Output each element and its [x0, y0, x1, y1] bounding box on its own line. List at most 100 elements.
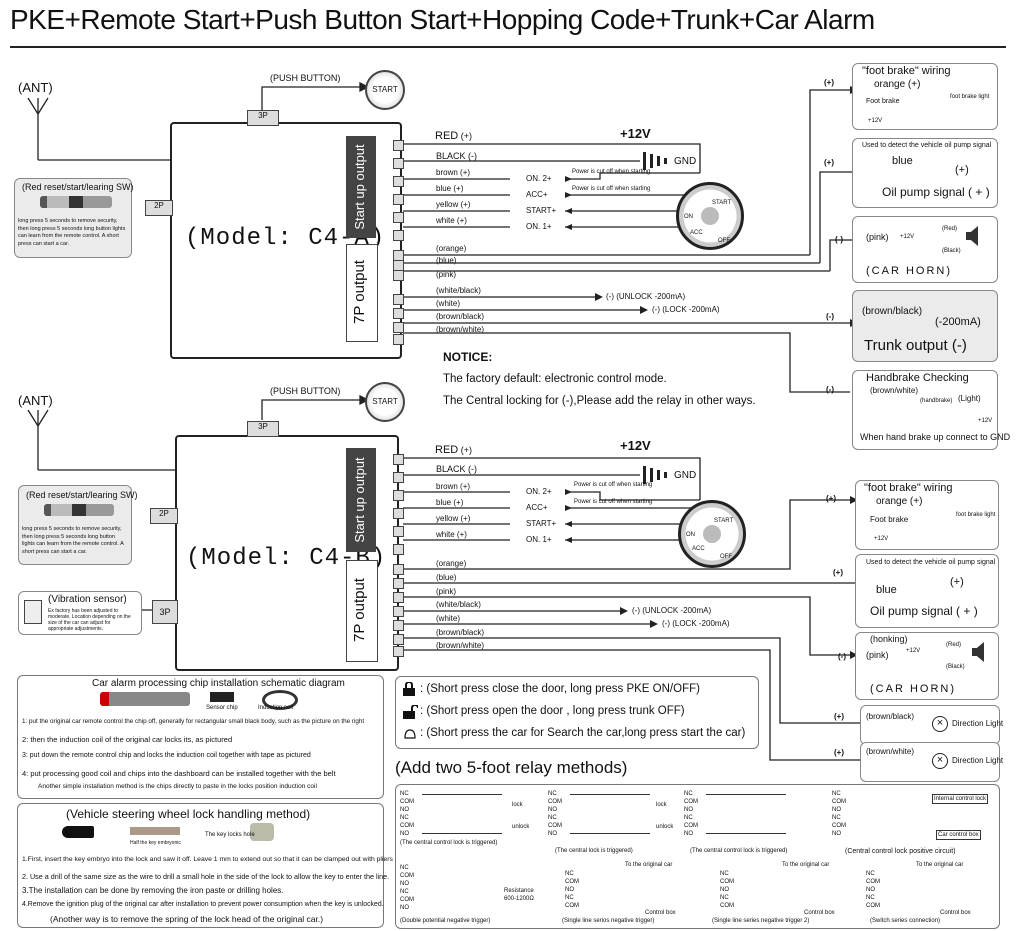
notice-line-2: The Central locking for (-),Please add t…: [443, 395, 756, 407]
lock-label-top: (-) (LOCK -200mA): [652, 305, 720, 314]
wire-brown-label: brown: [436, 482, 458, 491]
connector-2p-bottom: 2P: [150, 508, 178, 524]
output7p-pins-bottom: [393, 564, 404, 657]
horn-label-bottom: (CAR HORN): [870, 683, 956, 695]
horn-pol-top: (-): [835, 235, 843, 244]
pin-nc: NC: [400, 889, 409, 895]
trunk-brown-black: (brown/black): [862, 306, 923, 317]
chip-line-5: Another simple installation method is th…: [38, 783, 317, 790]
horn-black-bottom: (Black): [946, 664, 965, 670]
legend-unlock: : (Short press open the door , long pres…: [420, 705, 685, 717]
steering-title: (Vehicle steering wheel lock handling me…: [66, 807, 311, 821]
steering-half: Half the key embryonic: [130, 840, 181, 846]
pin-com: COM: [832, 799, 846, 805]
direction-pol-2: (+): [834, 748, 844, 757]
relay-unlock-1: unlock: [512, 824, 530, 830]
red-switch-icon-bottom: [44, 504, 114, 516]
pin-nc: NC: [548, 791, 557, 797]
wire-7p-blue-top: (blue): [436, 256, 457, 265]
wire-yellow-label: yellow: [436, 200, 459, 209]
wire-red-label: RED: [435, 444, 459, 456]
start-label-top: START+: [526, 206, 557, 215]
bell-icon-svg: [404, 729, 416, 739]
relay-caption-4: (Central control lock positive circuit): [845, 848, 956, 855]
oil-pump-pol-top: (+): [824, 158, 834, 167]
hand-pointer-icon: [62, 826, 94, 838]
ign-off-bottom: OFF: [720, 554, 732, 560]
relay-lines-3: [706, 794, 786, 834]
ignition-switch-top: [676, 182, 744, 250]
oil-pump-box-top: [852, 138, 998, 208]
direction-brown-white: (brown/white): [866, 747, 915, 756]
trunk-label: Trunk output (-): [864, 337, 967, 354]
relay-caption-6: (Single line serios negative trigger): [562, 918, 655, 924]
pin-com: COM: [400, 897, 414, 903]
vibration-desc: Ex factory has been adjusted to moderate…: [48, 608, 131, 632]
handbrake-brown-white: (brown/white): [870, 386, 919, 395]
output7p-pins-top: [393, 250, 404, 345]
foot-brake-12v-top: +12V: [868, 118, 883, 124]
foot-brake-12v-bottom: +12V: [874, 536, 889, 542]
relay-tocar-8: To the original car: [916, 862, 964, 868]
pin-nc: NC: [684, 791, 693, 797]
chip-line-4: 4: put processing good coil and chips in…: [22, 769, 336, 778]
pin-nc: NC: [400, 791, 409, 797]
oil-pump-plus-top: (+): [955, 164, 969, 176]
legend-lock: : (Short press close the door, long pres…: [420, 683, 700, 695]
wire-blue-pol: (+): [453, 184, 464, 193]
direction-label-2: Direction Light: [952, 756, 1004, 765]
wire-7p-blue-bottom: (blue): [436, 573, 457, 582]
relay-diagram-box: [395, 784, 1000, 929]
foot-brake-box-bottom: [855, 480, 999, 550]
foot-brake-title-top: "foot brake" wiring: [862, 65, 951, 77]
cut-note-2-top: Power is cut off when starting: [572, 186, 651, 192]
steering-lock-box: [17, 803, 384, 928]
horn-12v-top: +12V: [900, 234, 915, 240]
foot-brake-pol-bottom: (+): [826, 494, 836, 503]
oil-pump-pol-bottom: (+): [833, 568, 843, 577]
pin-com: COM: [548, 799, 562, 805]
relay-title: (Add two 5-foot relay methods): [395, 758, 628, 777]
wire-black-bottom: BLACK (-): [436, 464, 478, 474]
unlock-label-bottom: (-) (UNLOCK -200mA): [632, 606, 712, 615]
wire-brown-white-bottom: (brown/white): [436, 641, 485, 650]
key-lock-icon: [250, 823, 274, 841]
horn-12v-bottom: +12V: [906, 648, 921, 654]
pin-no: NO: [866, 887, 875, 893]
pin-no: NO: [832, 807, 841, 813]
sensor-chip-icon: [210, 692, 234, 702]
pin-nc: NC: [866, 871, 875, 877]
induction-coil-icon: [262, 690, 298, 710]
red-switch-desc-bottom: long press 5 seconds to remove security,…: [22, 526, 124, 555]
handbrake-light: (Light): [958, 394, 981, 403]
relay-tocar-6: To the original car: [625, 862, 673, 868]
connector-3p-bottom: 3P: [247, 421, 279, 437]
pin-nc: NC: [832, 815, 841, 821]
start-button-bottom[interactable]: START: [365, 382, 405, 422]
on1-label-top: ON. 1+: [526, 222, 552, 231]
pin-com: COM: [400, 873, 414, 879]
start-button-top[interactable]: START: [365, 70, 405, 110]
pin-nc: NC: [400, 865, 409, 871]
foot-brake-foot-top: Foot brake: [866, 98, 900, 105]
wire-brown-pol: (+): [460, 482, 471, 491]
chip-coil: Induction coil: [258, 705, 294, 711]
start-button-label: START: [372, 85, 398, 94]
chip-line-1: 1: put the original car remote control t…: [22, 718, 365, 725]
wire-brown-pol: (+): [460, 168, 471, 177]
startup-pins-top: [393, 140, 404, 241]
pin-no: NO: [548, 807, 557, 813]
pin-com: COM: [400, 823, 414, 829]
pin-no: NO: [565, 887, 574, 893]
antenna-label-top: (ANT): [18, 80, 53, 95]
connector-3p-label: 3P: [258, 111, 268, 120]
wire-blue-top: blue (+): [436, 184, 463, 193]
unlock-label-top: (-) (UNLOCK -200mA): [606, 292, 686, 301]
